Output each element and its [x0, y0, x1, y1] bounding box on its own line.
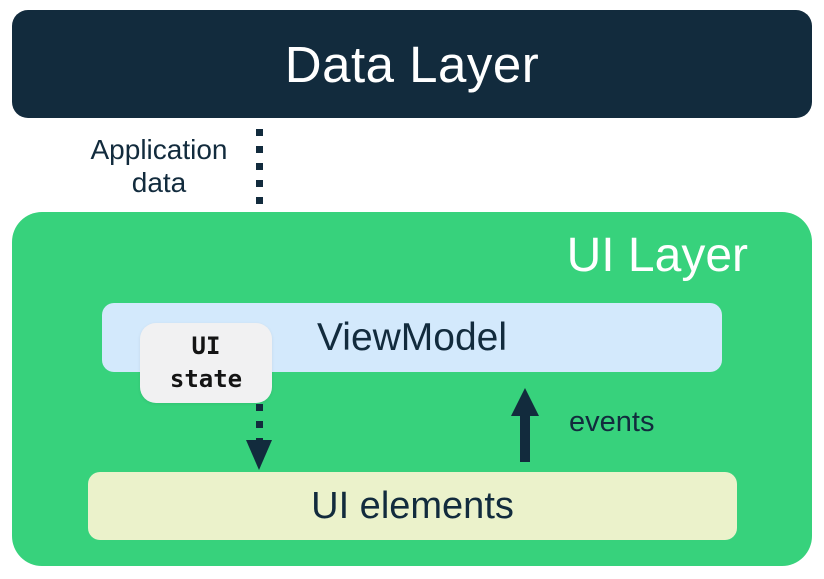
application-data-dotted-line-upper: [256, 129, 263, 267]
ui-layer-title: UI Layer: [566, 229, 748, 282]
ui-state-badge: UI state: [140, 323, 272, 403]
down-arrowhead-icon: [246, 440, 272, 470]
application-data-label: Application data: [78, 133, 240, 199]
data-layer-box: Data Layer: [12, 10, 812, 118]
ui-state-dotted-line-lower: [256, 404, 263, 440]
ui-elements-box: UI elements: [88, 472, 737, 540]
events-label: events: [569, 406, 655, 438]
up-arrow-shaft: [520, 410, 530, 462]
data-layer-label: Data Layer: [284, 35, 540, 93]
application-data-label-line1: Application: [90, 134, 228, 165]
application-data-label-line2: data: [131, 167, 187, 198]
ui-state-badge-line1: UI: [191, 332, 221, 360]
ui-state-badge-line2: state: [169, 365, 243, 393]
viewmodel-label: ViewModel: [316, 315, 508, 359]
ui-elements-label: UI elements: [311, 484, 514, 527]
